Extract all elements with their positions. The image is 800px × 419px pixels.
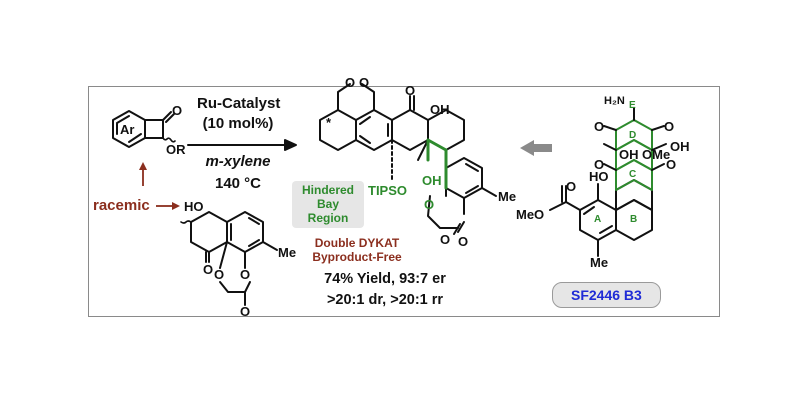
aryl-oh-label: HO: [589, 169, 609, 184]
bridge-o-1: O: [594, 157, 605, 172]
product-acetal-o-2: O: [359, 75, 370, 90]
stereocenter-star: *: [326, 115, 332, 130]
product-oh-green-label: OH: [422, 173, 442, 188]
temperature-label: 140 °C: [214, 175, 262, 192]
dr-rr-label: >20:1 dr, >20:1 rr: [326, 292, 444, 308]
amine-label: H₂N: [604, 95, 625, 107]
acetal-o-label-1: O: [240, 267, 251, 282]
hydroxytetralone-structure: [180, 211, 278, 306]
tipso-label: TIPSO: [368, 183, 408, 198]
solvent-label: m-xylene: [205, 153, 271, 170]
dykat-label: Double DYKAT: [314, 236, 400, 250]
or-label: OR: [166, 142, 186, 157]
scheme-panel: [88, 86, 720, 317]
catalyst-loading-label: (10 mol%): [202, 115, 274, 132]
methyl-label-3: Me: [590, 255, 609, 270]
ring-label-a: A: [594, 214, 602, 225]
product-acetal-o-1: O: [345, 75, 356, 90]
yield-er-label: 74% Yield, 93:7 er: [324, 271, 446, 287]
benzocyclobutenone-structure: [112, 110, 176, 148]
bridge-o-2: O: [666, 157, 677, 172]
product-oh-label: OH: [430, 102, 450, 117]
racemic-label: racemic: [93, 197, 150, 214]
methyl-ester-label: MeO: [516, 207, 545, 222]
ester-o-label: O: [566, 179, 577, 194]
aryl-label: Ar: [120, 122, 135, 137]
product-ketone-o: O: [405, 83, 416, 98]
retrosynthesis-arrow: [520, 140, 552, 156]
ring-label-d: D: [629, 130, 637, 141]
catalyst-label: Ru-Catalyst: [197, 95, 281, 112]
quinone-o-1: O: [594, 119, 605, 134]
hindered-bay-region-tag: Hindered Bay Region: [292, 181, 364, 229]
quinone-o-2: O: [664, 119, 675, 134]
methoxy-label: OMe: [642, 147, 671, 162]
methyl-label-2: Me: [498, 189, 517, 204]
bridgehead-oh-label: OH: [619, 147, 639, 162]
lactone-o-label: O: [240, 304, 251, 319]
racemic-arrows: [139, 162, 180, 210]
tetralone-o-label: O: [203, 262, 214, 277]
product-acetal-o-green: O: [424, 197, 435, 212]
target-name-badge: SF2446 B3: [552, 282, 661, 308]
ring-label-b: B: [630, 214, 638, 225]
ketone-o-label: O: [172, 103, 183, 118]
ring-label-e: E: [629, 100, 636, 111]
phenol-oh-label: OH: [670, 139, 690, 154]
byproduct-free-label: Byproduct-Free: [312, 250, 402, 264]
product-acetal-o-3: O: [440, 232, 451, 247]
product-lactone-o: O: [458, 234, 469, 249]
sf2446-b3-structure: [549, 107, 667, 257]
hydroxy-label: HO: [184, 199, 204, 214]
acetal-o-label-2: O: [214, 267, 225, 282]
ring-label-c: C: [629, 169, 637, 180]
reaction-arrowhead: [284, 139, 297, 151]
bay-region-bonds: [426, 138, 448, 190]
methyl-label-1: Me: [278, 245, 297, 260]
